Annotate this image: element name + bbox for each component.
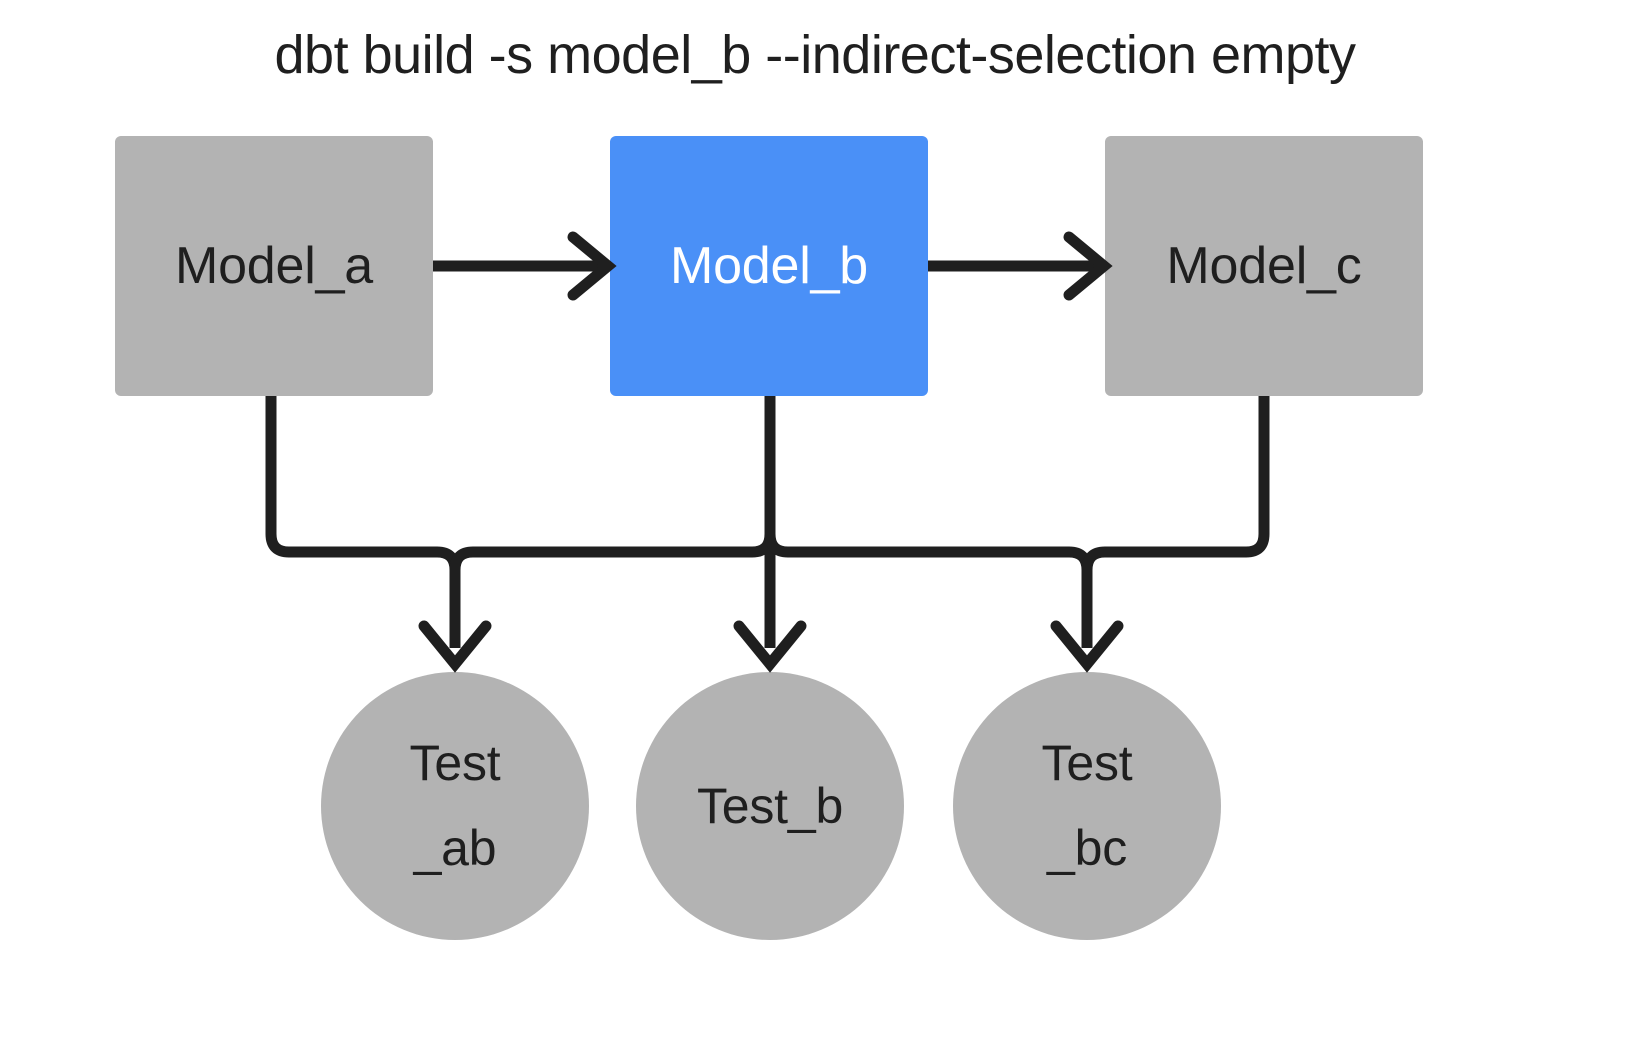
arrowhead-to-test-bc [1050, 620, 1124, 673]
node-shape-test-ab[interactable] [321, 672, 589, 940]
edge-model-c-to-test-bc [1081, 396, 1270, 648]
diagram-title: dbt build -s model_b --indirect-selectio… [274, 25, 1357, 85]
node-shape-test-b[interactable] [636, 672, 904, 940]
edge-model-b-to-test-ab [449, 396, 776, 648]
node-shape-model-b[interactable] [610, 136, 928, 396]
node-shape-model-c[interactable] [1105, 136, 1423, 396]
node-shape-model-a[interactable] [115, 136, 433, 396]
node-shape-test-bc[interactable] [953, 672, 1221, 940]
edge-model-a-to-test-ab [265, 396, 461, 648]
arrowhead-to-test-ab [418, 620, 492, 673]
arrowhead-to-test-b [733, 620, 807, 673]
edge-model-b-to-test-bc [764, 396, 1093, 648]
arrowhead-model-b-to-model-c [1063, 231, 1113, 301]
arrowhead-model-a-to-model-b [567, 231, 617, 301]
